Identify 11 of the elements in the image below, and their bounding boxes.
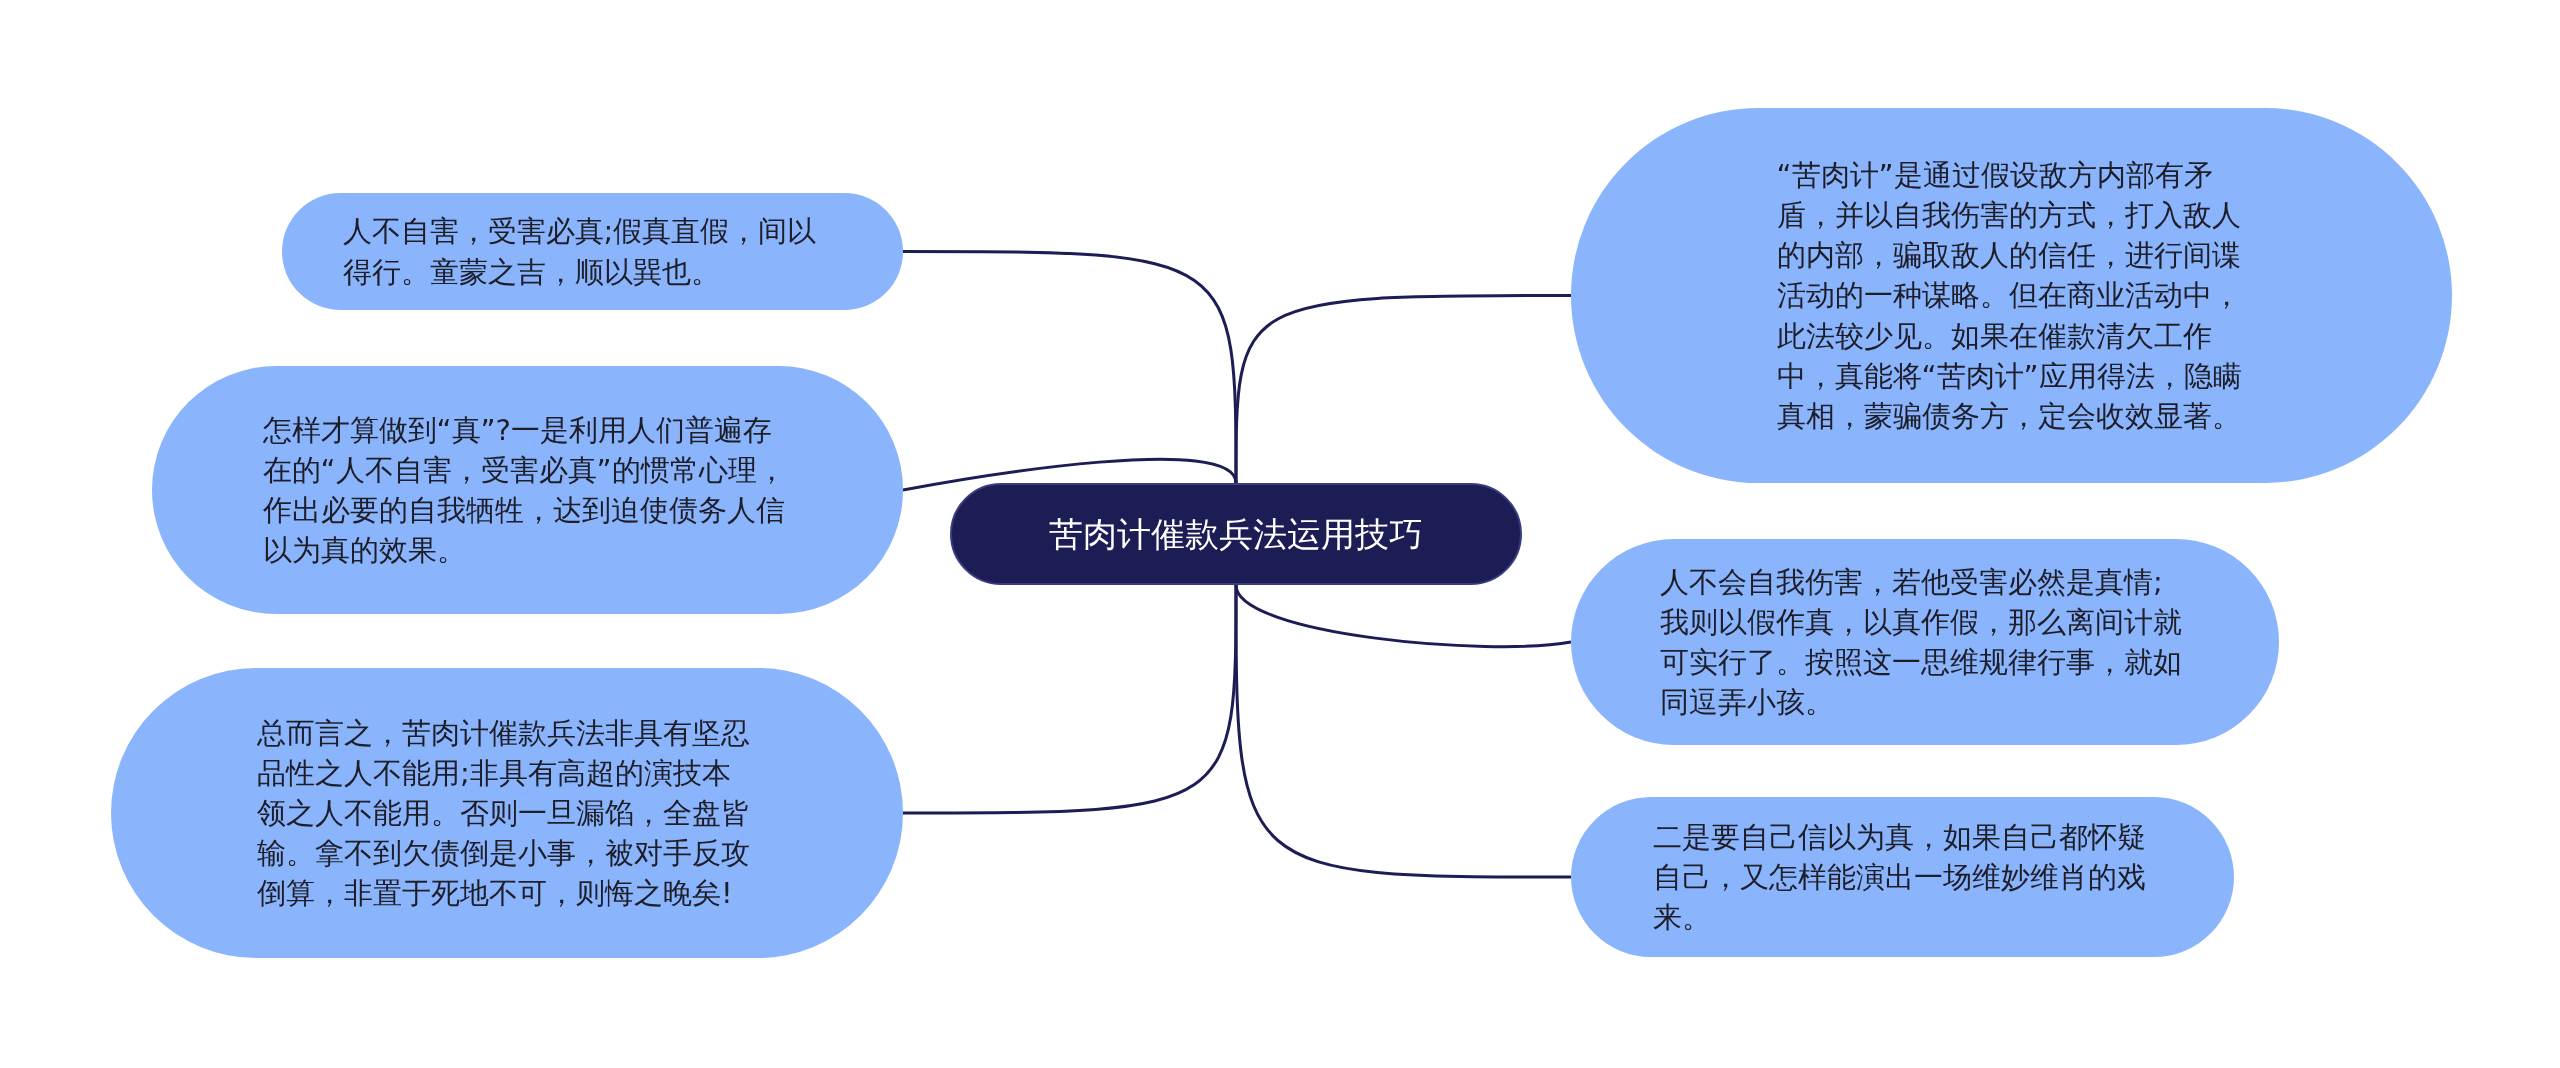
- topic-text: 怎样才算做到“真”?一是利用人们普遍存在的“人不自害，受害必真”的惯常心理，作出必要的自我牺牲，达到迫使债务人信以为真的效果。: [262, 411, 787, 569]
- connector-line: [903, 585, 1238, 815]
- topic-text: “苦肉计”是通过假设敌方内部有矛盾，并以自我伤害的方式，打入敌人的内部，骗取敌人的信任，进行间谍活动的一种谋略。但在商业活动中，此法较少见。如果在催款清欠工作中，真能将“苦肉计”应用得法，隐瞒真相，蒙骗债务方，定会收效显著。: [1776, 157, 2243, 435]
- connector-line: [1234, 585, 1571, 879]
- topic-text: 二是要自己信以为真，如果自己都怀疑自己，又怎样能演出一场维妙维肖的戏来。: [1652, 818, 2147, 936]
- topic-text: 总而言之，苦肉计催款兵法非具有坚忍品性之人不能用;非具有高超的演技本领之人不能用。否则一旦漏馅，全盘皆输。拿不到欠债倒是小事，被对手反攻倒算，非置于死地不可，则悔之晚矣!: [257, 714, 751, 912]
- connector-line: [1234, 294, 1571, 483]
- central-topic-text: 苦肉计催款兵法运用技巧: [1049, 513, 1423, 555]
- connector-line: [902, 457, 1238, 492]
- topic-text: 人不会自我伤害，若他受害必然是真情;我则以假作真，以真作假，那么离间计就可实行了。按照这一思维规律行事，就如同逗弄小孩。: [1660, 563, 2183, 721]
- topic-text: 人不自害，受害必真;假真直假，间以得行。童蒙之吉，顺以巽也。: [342, 213, 818, 291]
